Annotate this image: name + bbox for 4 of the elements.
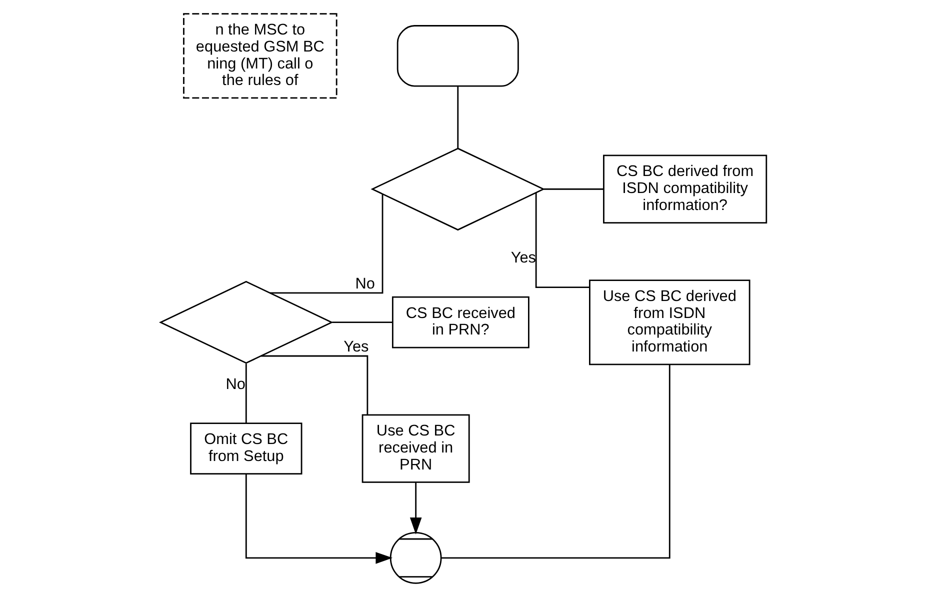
edge-label: Yes [343,338,368,356]
edge-label: Yes [510,249,536,266]
edge-label: No [354,275,374,292]
edge-label: No [225,376,245,393]
